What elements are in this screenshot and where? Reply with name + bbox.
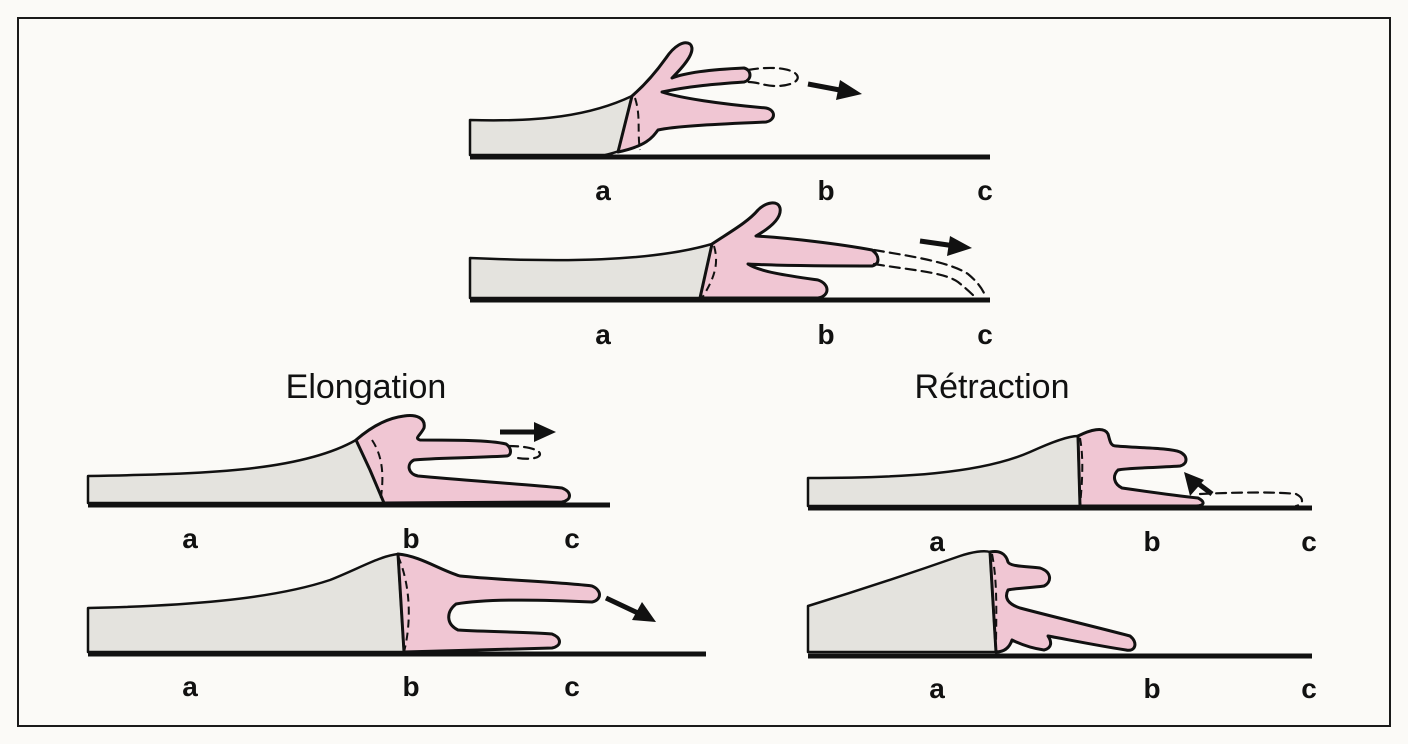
axon-shaft	[468, 242, 714, 300]
label-c: c	[564, 523, 580, 554]
filopodium-ghost	[506, 444, 542, 460]
cone-boundary	[701, 245, 718, 299]
axon-shaft	[468, 94, 640, 157]
label-b: b	[817, 175, 834, 206]
label-b: b	[817, 319, 834, 350]
growth-cone	[616, 41, 775, 154]
filopodium-ghost	[746, 66, 799, 88]
section-title-elongation: Elongation	[286, 368, 447, 406]
filopodium-ghost-lower	[872, 262, 978, 300]
label-c: c	[564, 671, 580, 702]
cone-boundary	[1079, 437, 1084, 507]
panel-retraction-2: a b c	[806, 549, 1317, 704]
label-b: b	[1143, 526, 1160, 557]
label-b: b	[402, 523, 419, 554]
axon-shaft	[86, 552, 406, 654]
label-a: a	[595, 319, 611, 350]
section-title-retraction: Rétraction	[915, 368, 1070, 406]
filopodium-ghost	[1198, 491, 1304, 508]
growth-cone	[698, 201, 880, 300]
label-a: a	[595, 175, 611, 206]
panel-top-1: a b c	[468, 41, 993, 206]
growth-cone	[354, 414, 571, 505]
label-c: c	[1301, 526, 1317, 557]
arrow-advance	[807, 80, 862, 100]
figure-frame	[17, 17, 1391, 727]
arrow-advance	[500, 422, 556, 442]
cone-boundary	[634, 97, 641, 151]
panel-retraction-1: a b c	[806, 428, 1317, 557]
label-a: a	[182, 523, 198, 554]
axon-shaft	[806, 434, 1082, 508]
label-b: b	[402, 671, 419, 702]
growth-cone	[1076, 428, 1205, 508]
arrow-advance	[919, 236, 972, 256]
cone-boundary	[371, 439, 384, 504]
label-b: b	[1143, 673, 1160, 704]
axon-shaft	[86, 438, 386, 505]
growth-cone	[988, 550, 1137, 654]
label-a: a	[929, 526, 945, 557]
panel-elongation-2: a b c	[86, 552, 706, 702]
axon-shaft	[806, 549, 998, 654]
arrow-retract	[1184, 472, 1214, 496]
label-a: a	[929, 673, 945, 704]
filopodium-ghost	[872, 248, 988, 300]
growth-cone	[396, 552, 601, 654]
panel-top-2: a b c	[468, 201, 993, 350]
arrow-advance	[604, 595, 656, 622]
label-c: c	[977, 319, 993, 350]
panel-elongation-1: a b c	[86, 414, 610, 554]
label-c: c	[1301, 673, 1317, 704]
label-c: c	[977, 175, 993, 206]
label-a: a	[182, 671, 198, 702]
